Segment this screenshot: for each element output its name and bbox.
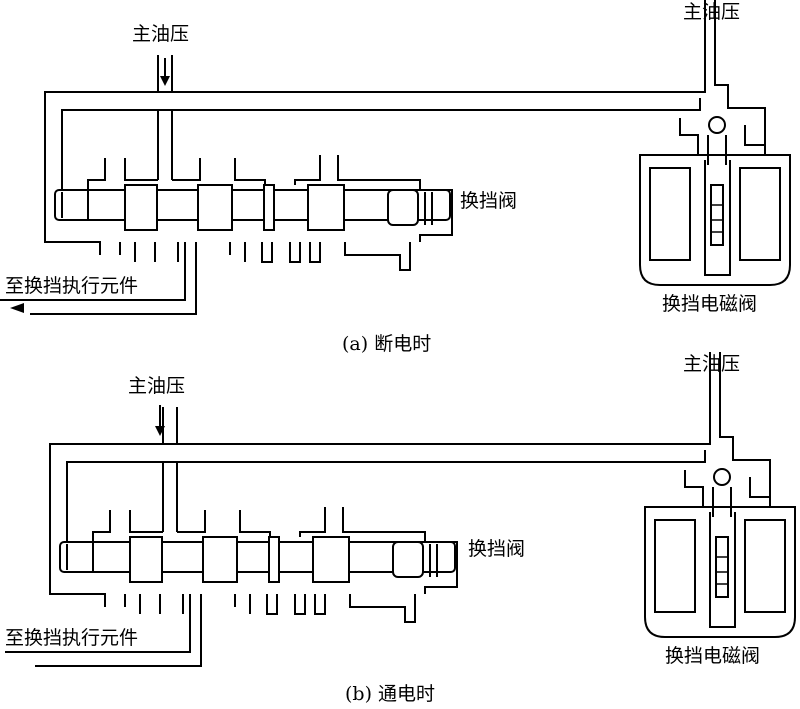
label-shift-valve-b: 换挡阀: [468, 538, 525, 560]
label-solenoid-a: 换挡电磁阀: [662, 293, 757, 315]
inlet-arrowhead-b: [155, 426, 165, 436]
caption-b: (b) 通电时: [345, 683, 435, 705]
diagram-a: 主油压 主油压 换挡阀 至换挡执行元件 换挡电磁阀 (a) 断电时: [0, 0, 791, 355]
label-main-pressure-right-a: 主油压: [683, 1, 740, 23]
label-main-pressure-left-b: 主油压: [128, 375, 185, 397]
caption-a: (a) 断电时: [342, 333, 431, 355]
outlet-arrow-a: [10, 303, 24, 313]
label-main-pressure-left-a: 主油压: [132, 23, 189, 45]
label-solenoid-b: 换挡电磁阀: [665, 645, 760, 667]
label-shift-valve-a: 换挡阀: [460, 190, 517, 212]
inlet-arrowhead-a: [160, 76, 170, 86]
diagram-b: 主油压 主油压 换挡阀 至换挡执行元件 换挡电磁阀 (b) 通电时: [4, 351, 796, 705]
label-to-actuator-a: 至换挡执行元件: [5, 275, 138, 297]
label-to-actuator-b: 至换挡执行元件: [5, 627, 138, 649]
label-main-pressure-right-b: 主油压: [683, 353, 740, 375]
